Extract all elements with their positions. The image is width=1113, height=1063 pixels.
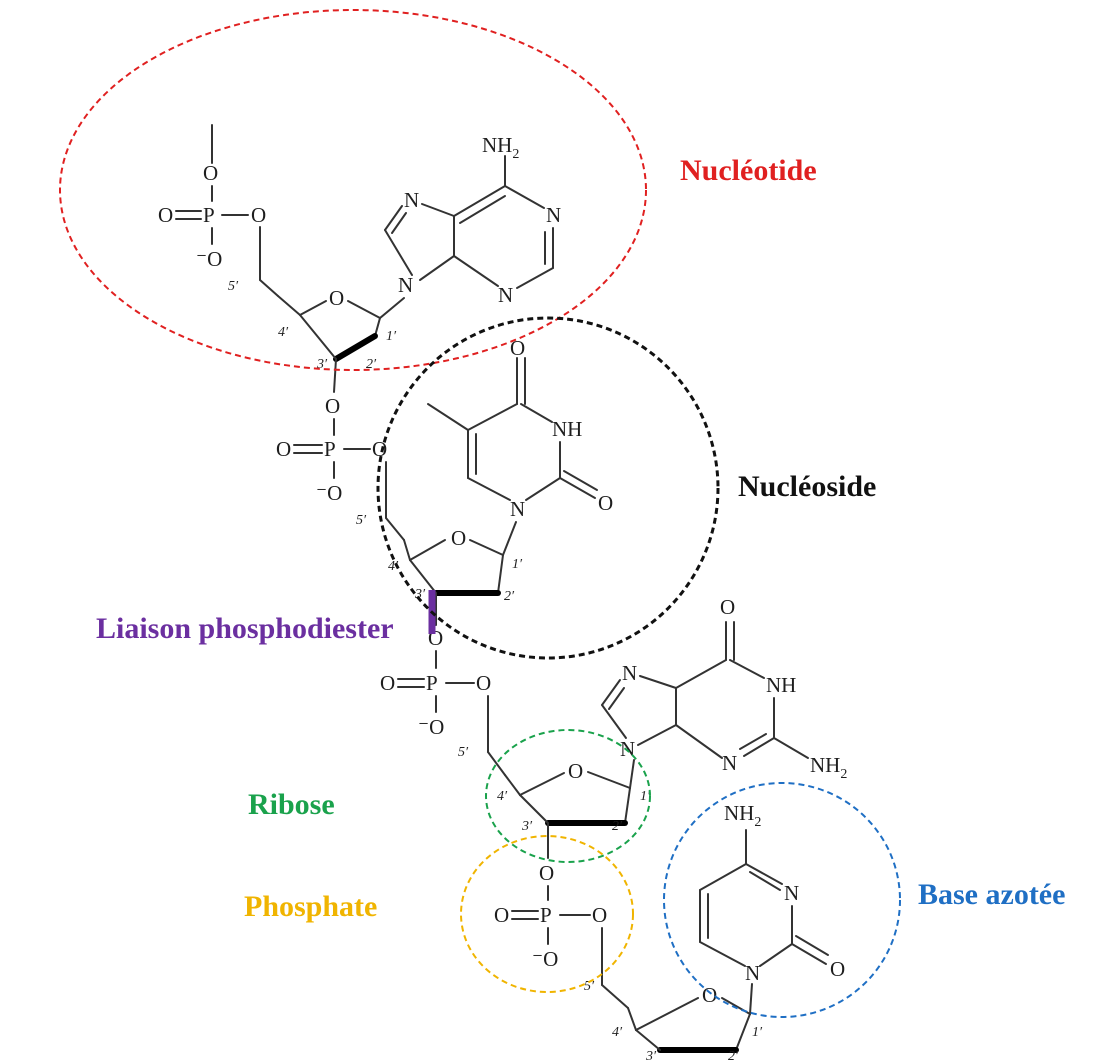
nucleoside-outline	[376, 316, 720, 660]
sugar-3-prime-3: 3′	[521, 819, 533, 834]
sugar-4-prime-1: 1′	[752, 1025, 763, 1040]
sugar-3-prime-2: 2′	[612, 819, 623, 834]
sugar-3-prime-5: 5′	[458, 745, 469, 760]
guanine-base: N N O NH N NH2	[601, 595, 847, 782]
phosphate-1-oxygen-double: O	[158, 203, 173, 227]
base-label: Base azotée	[918, 878, 1065, 911]
sugar-4-prime-2: 2′	[728, 1049, 739, 1063]
phosphate-3-oxygen-double: O	[380, 671, 395, 695]
phosphate-4-oxygen-ester: O	[592, 903, 607, 927]
phosphate-1-oxygen-top: O	[203, 161, 218, 185]
thymine-base: N O NH O	[427, 336, 613, 521]
thymine-o4: O	[510, 336, 525, 360]
phosphate-2-phosphorus: P	[324, 437, 336, 461]
adenine-base: N N NH2 N N	[384, 133, 561, 307]
phosphate-2-oxygen-ester: O	[372, 437, 387, 461]
sugar-1-prime-4: 4′	[278, 325, 289, 340]
phosphate-group-2: O O P O ⁻O 5′	[276, 358, 405, 541]
phosphate-1-oxygen-ester: O	[251, 203, 266, 227]
cytosine-n1: N	[745, 961, 760, 985]
cytosine-n3: N	[784, 881, 799, 905]
sugar-3-prime-4: 4′	[497, 789, 508, 804]
phosphate-2-oxygen-top: O	[325, 394, 340, 418]
deoxyribose-2: O 4′ 1′ 3′ 2′	[388, 521, 523, 604]
nucleotide-label: Nucléotide	[680, 154, 817, 187]
cytosine-base: N NH2 N O	[699, 801, 845, 985]
adenine-n9: N	[398, 273, 413, 297]
ribose-label: Ribose	[248, 788, 335, 821]
sugar-2-ring-oxygen: O	[451, 526, 466, 550]
deoxyribose-3: O 4′ 1′ 3′ 2′	[497, 759, 651, 834]
phosphodiester-label: Liaison phosphodiester	[96, 612, 394, 645]
sugar-2-prime-5: 5′	[356, 513, 367, 528]
adenine-n1: N	[546, 203, 561, 227]
cytosine-o2: O	[830, 957, 845, 981]
nucleotide-outline	[59, 9, 647, 371]
phosphate-3-phosphorus: P	[426, 671, 438, 695]
phosphate-1-phosphorus: P	[203, 203, 215, 227]
sugar-4-prime-3: 3′	[645, 1049, 657, 1063]
thymine-n3h: NH	[552, 417, 582, 441]
phosphate-4-oxygen-charged: ⁻O	[532, 947, 558, 971]
sugar-1-prime-1: 1′	[386, 329, 397, 344]
phosphate-3-oxygen-charged: ⁻O	[418, 715, 444, 739]
guanine-o6: O	[720, 595, 735, 619]
adenine-n7: N	[404, 188, 419, 212]
phosphate-4-phosphorus: P	[540, 903, 552, 927]
sugar-3-prime-1: 1′	[640, 789, 651, 804]
sugar-2-prime-4: 4′	[388, 559, 399, 574]
guanine-n7: N	[622, 661, 637, 685]
phosphate-outline	[460, 835, 634, 993]
guanine-amino-group: NH2	[810, 753, 847, 782]
phosphate-group-1: O O P O ⁻O 5′	[158, 124, 279, 297]
thymine-o2: O	[598, 491, 613, 515]
sugar-2-prime-1: 1′	[512, 557, 523, 572]
guanine-n3: N	[722, 751, 737, 775]
sugar-1-prime-2: 2′	[366, 357, 377, 372]
ribose-outline	[485, 729, 651, 863]
sugar-4-prime-4: 4′	[612, 1025, 623, 1040]
deoxyribose-4: O 4′ 1′ 3′ 2′	[612, 983, 763, 1063]
thymine-n1: N	[510, 497, 525, 521]
cytosine-amino-group: NH2	[724, 801, 761, 830]
phosphate-1-oxygen-charged: ⁻O	[196, 247, 222, 271]
sugar-4-prime-5: 5′	[584, 979, 595, 994]
sugar-1-ring-oxygen: O	[329, 286, 344, 310]
sugar-2-prime-2: 2′	[504, 589, 515, 604]
guanine-n1h: NH	[766, 673, 796, 697]
phosphate-4-oxygen-top: O	[539, 861, 554, 885]
phosphate-label: Phosphate	[244, 890, 377, 923]
adenine-n3: N	[498, 283, 513, 307]
adenine-amino-group: NH2	[482, 133, 519, 162]
phosphate-group-4: O O P O ⁻O 5′	[494, 822, 629, 1009]
phosphate-3-oxygen-ester: O	[476, 671, 491, 695]
phosphate-2-oxygen-double: O	[276, 437, 291, 461]
phosphate-group-3: O O P O ⁻O 5′	[380, 592, 506, 776]
deoxyribose-1: O 4′ 1′ 3′ 2′	[277, 286, 405, 372]
sugar-1-prime-5: 5′	[228, 279, 239, 294]
sugar-4-ring-oxygen: O	[702, 983, 717, 1007]
base-outline	[663, 782, 901, 1018]
phosphate-2-oxygen-charged: ⁻O	[316, 481, 342, 505]
guanine-n9: N	[620, 737, 635, 761]
phosphate-4-oxygen-double: O	[494, 903, 509, 927]
sugar-3-ring-oxygen: O	[568, 759, 583, 783]
nucleoside-label: Nucléoside	[738, 470, 876, 503]
